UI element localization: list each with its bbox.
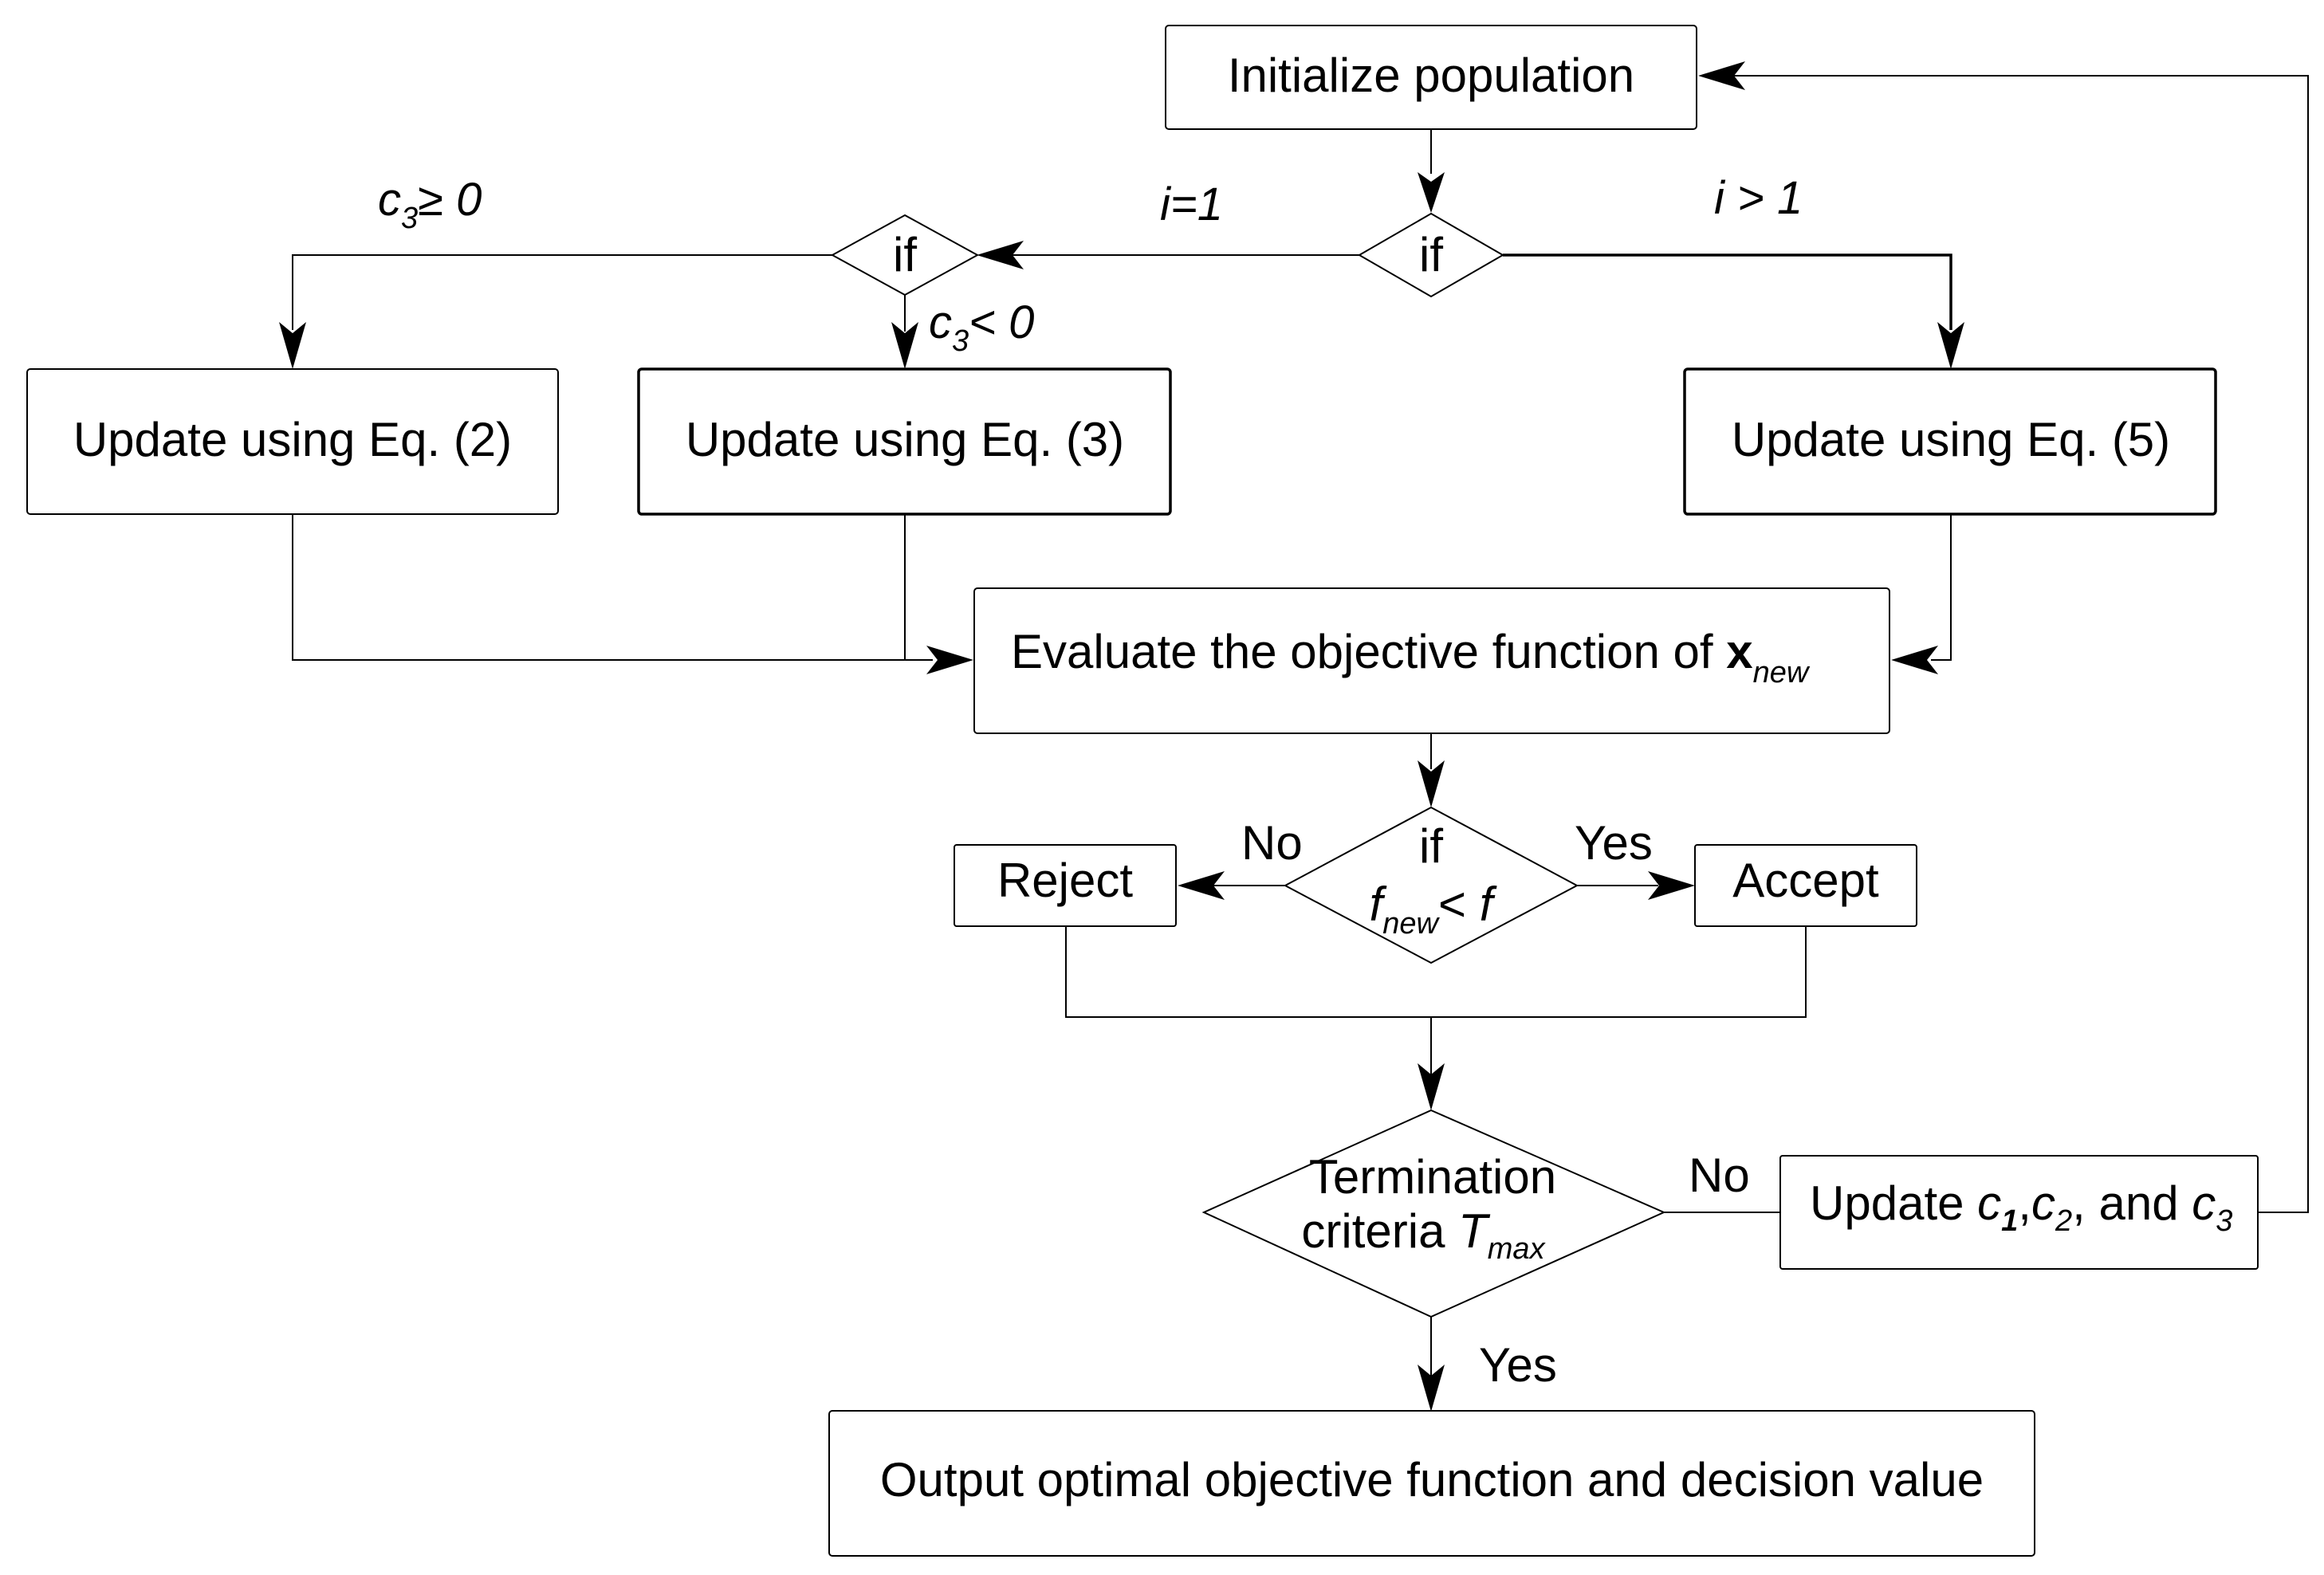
arrowhead-evaluate-left	[926, 646, 973, 674]
edge-labels: i=1 i > 1 c3≥ 0 c3< 0 No Yes No Yes	[378, 172, 1803, 1392]
update-eq3-label: Update using Eq. (3)	[686, 413, 1124, 466]
edge-ifc3-to-eq2	[292, 254, 832, 330]
node-update-c: Update c1,c2, and c3	[1779, 1155, 2259, 1270]
edge-loop-to-init	[1718, 75, 2309, 1213]
label-i-eq-1: i=1	[1160, 179, 1223, 230]
arrowhead-eq3-down	[891, 322, 918, 369]
label-c3-lt-0: c3< 0	[929, 297, 1034, 358]
arrowhead-accept	[1648, 871, 1695, 900]
label-no-reject: No	[1241, 816, 1303, 870]
termination-label-line1: Termination	[1309, 1150, 1556, 1204]
arrowhead-eq5-down	[1937, 322, 1964, 369]
edge-eq5-to-evaluate	[1931, 515, 1952, 661]
node-initialize-population: Initialize population	[1165, 25, 1697, 130]
arrowhead-eq2-down	[279, 322, 306, 369]
termination-label-line2: criteria Tmax	[1301, 1204, 1546, 1266]
if-i-label: if	[1419, 228, 1443, 281]
arrowheads	[279, 61, 1964, 1412]
node-update-eq2: Update using Eq. (2)	[26, 368, 559, 515]
node-evaluate: Evaluate the objective function of xnew	[973, 587, 1890, 734]
arrowhead-ifc3-left	[977, 241, 1024, 269]
update-eq5-label: Update using Eq. (5)	[1732, 413, 2170, 466]
node-output: Output optimal objective function and de…	[828, 1410, 2035, 1557]
if-f-label-line1: if	[1419, 819, 1443, 873]
arrowhead-iff-down	[1418, 760, 1445, 807]
arrowhead-output-down	[1418, 1365, 1445, 1412]
update-c-label: Update c1,c2, and c3	[1810, 1176, 2232, 1238]
arrowhead-reject	[1178, 871, 1225, 900]
node-update-eq5: Update using Eq. (5)	[1683, 367, 2217, 516]
decision-if-c3: if	[830, 214, 980, 297]
node-reject: Reject	[954, 844, 1177, 927]
arrowhead-evaluate-right	[1891, 646, 1938, 674]
label-i-gt-1: i > 1	[1714, 172, 1803, 224]
evaluate-label: Evaluate the objective function of xnew	[1011, 625, 1811, 689]
reject-label: Reject	[997, 854, 1133, 907]
connectors	[292, 75, 2309, 1377]
output-label: Output optimal objective function and de…	[880, 1453, 1984, 1506]
edge-eq2-to-evaluate	[292, 515, 933, 661]
decision-if-f: if fnew< f	[1283, 806, 1579, 964]
decision-if-i: if	[1358, 212, 1504, 298]
label-yes-output: Yes	[1479, 1338, 1557, 1392]
label-no-loop: No	[1689, 1149, 1750, 1202]
arrowhead-init-loop	[1698, 61, 1745, 90]
edge-merge	[1065, 926, 1807, 1018]
accept-label: Accept	[1732, 854, 1879, 907]
decision-termination: Termination criteria Tmax	[1201, 1109, 1666, 1318]
node-accept: Accept	[1694, 844, 1917, 927]
initialize-population-label: Initialize population	[1228, 49, 1634, 102]
if-f-label-line2: fnew< f	[1370, 878, 1497, 941]
node-update-eq3: Update using Eq. (3)	[637, 367, 1172, 516]
label-c3-ge-0: c3≥ 0	[378, 174, 482, 235]
arrowhead-if-down	[1418, 172, 1445, 213]
update-eq2-label: Update using Eq. (2)	[73, 413, 512, 466]
edge-if-to-eq5	[1503, 253, 1952, 330]
arrowhead-termination-down	[1418, 1063, 1445, 1110]
label-yes-accept: Yes	[1575, 816, 1653, 870]
if-c3-label: if	[893, 228, 917, 281]
